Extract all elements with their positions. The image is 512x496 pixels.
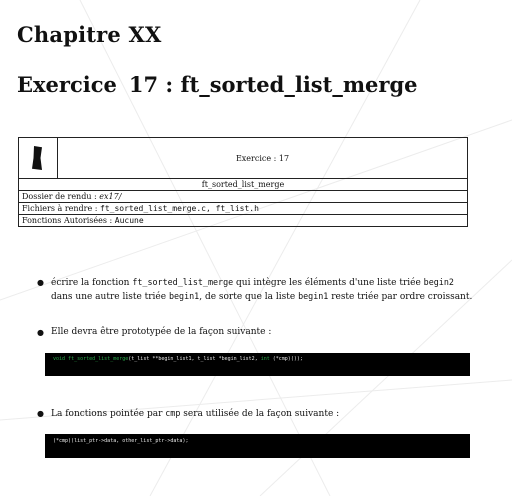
dir-value: ex17/ [99,192,122,201]
allowed-value: Aucune [114,216,144,225]
card-function-name: ft_sorted_list_merge [19,179,467,191]
exercise-title: Exercice 17 : ft_sorted_list_merge [17,72,418,97]
text-segment: reste triée par ordre croissant. [328,292,473,302]
bullet-icon: ● [37,278,44,287]
code-keyword: int [260,356,270,362]
code-term: begin2 [423,277,454,287]
text-segment: La fonctions pointée par [51,409,166,419]
school-logo [19,138,58,178]
code-keyword: void [53,356,66,362]
card-allowed-functions: Fonctions Autorisées : Aucune [19,215,467,227]
code-term: cmp [165,408,181,418]
logo-icon [32,146,42,170]
code-block-usage: (*cmp)(list_ptr->data, other_list_ptr->d… [45,434,470,458]
bullet-icon: ● [37,409,44,418]
text-segment: dans une autre liste triée [51,292,169,302]
exercise-info-card: Exercice : 17 ft_sorted_list_merge Dossi… [18,137,468,227]
bullet-text: La fonctions pointée par cmp sera utilis… [51,407,477,421]
text-segment: qui intègre les éléments d'une liste tri… [233,278,424,288]
bullet-text: Elle devra être prototypée de la façon s… [51,327,272,337]
text-segment: , de sorte que la liste [199,292,299,302]
code-args: (*cmp)()); [269,356,303,362]
card-files-to-turn-in: Fichiers à rendre : ft_sorted_list_merge… [19,203,467,215]
text-segment: écrire la fonction [51,278,133,288]
files-label: Fichiers à rendre : [22,204,100,213]
card-header: Exercice : 17 [19,138,467,179]
text-segment: sera utilisée de la façon suivante : [180,409,340,419]
card-turn-in-directory: Dossier de rendu : ex17/ [19,191,467,203]
exercise-prefix: Exercice [17,72,117,97]
code-term: begin1 [168,291,200,301]
card-exercise-number: Exercice : 17 [235,153,290,163]
exercise-name: 17 : ft_sorted_list_merge [128,72,418,97]
chapter-title: Chapitre XX [17,22,162,47]
code-term: ft_sorted_list_merge [132,277,234,287]
code-function-name: ft_sorted_list_merge [65,356,129,362]
code-args: (t_list **begin_list1, t_list *begin_lis… [128,356,261,362]
bullet-instruction: ● écrire la fonction ft_sorted_list_merg… [37,276,477,304]
bullet-cmp-usage: ● La fonctions pointée par cmp sera util… [37,407,477,421]
code-block-prototype: void ft_sorted_list_merge(t_list **begin… [45,353,470,376]
code-term: begin1 [298,291,329,301]
allowed-label: Fonctions Autorisées : [22,216,115,225]
bullet-text: écrire la fonction ft_sorted_list_merge … [51,276,477,304]
bullet-icon: ● [37,328,44,337]
dir-label: Dossier de rendu : [22,192,100,201]
bullet-prototype-intro: ● Elle devra être prototypée de la façon… [37,326,477,339]
files-value: ft_sorted_list_merge.c, ft_list.h [100,204,259,213]
